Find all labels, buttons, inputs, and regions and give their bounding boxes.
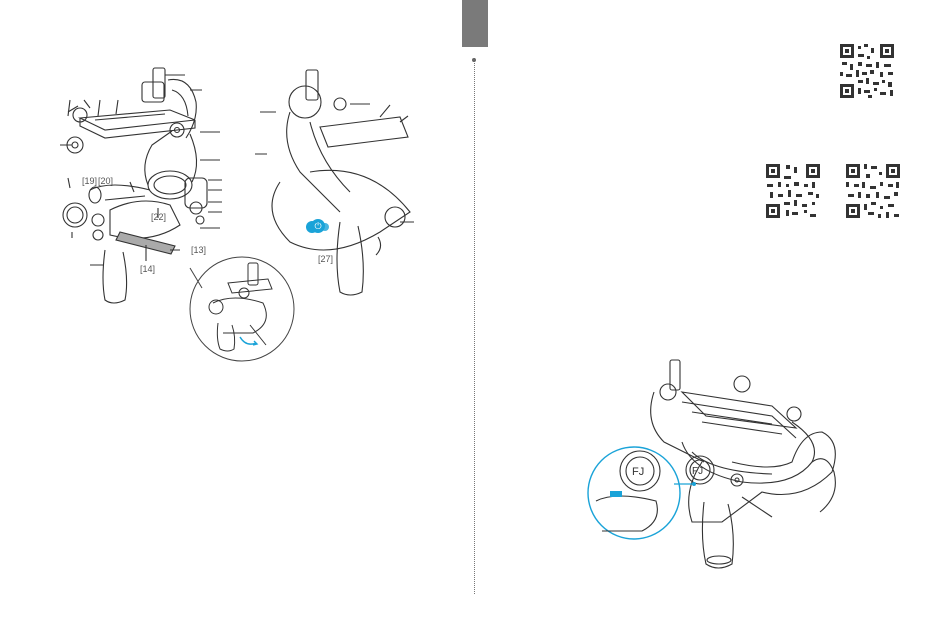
left-page: [19] [20] [22] [13] [14] ⏻ [27]	[0, 0, 470, 633]
callout-label-20: [20]	[98, 176, 113, 186]
callout-label-22: [22]	[151, 212, 166, 222]
feiyu-logo-icon: FJ	[692, 466, 703, 477]
qr-code-icon	[764, 162, 822, 220]
callout-label-14: [14]	[140, 264, 155, 274]
callout-label-27: [27]	[318, 254, 333, 264]
inset-connector	[190, 268, 220, 298]
qr-code-icon	[838, 42, 896, 100]
knob-detail-inset: FJ	[582, 445, 690, 545]
qr-code-icon	[844, 162, 902, 220]
inset-connector	[674, 480, 698, 490]
right-page: FJ FJ	[478, 0, 950, 633]
callout-label-19: [19]	[82, 176, 97, 186]
divider-dot	[472, 58, 476, 62]
power-icon: ⏻	[311, 219, 325, 233]
page-divider	[474, 58, 475, 594]
feiyu-logo-icon: FJ	[632, 466, 644, 478]
